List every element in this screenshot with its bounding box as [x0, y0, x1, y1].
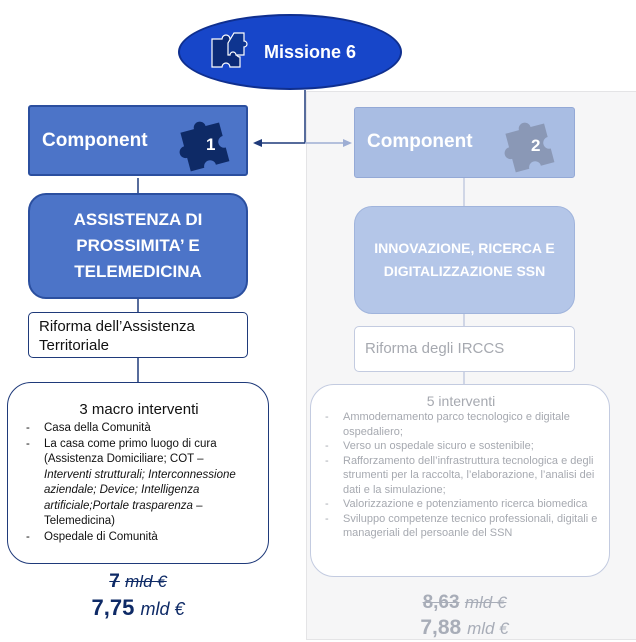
component2-number: 2	[531, 136, 541, 155]
component2-title: INNOVAZIONE, RICERCA E DIGITALIZZAZIONE …	[374, 240, 555, 279]
component2-reform-box: Riforma degli IRCCS	[354, 326, 575, 372]
component1-reform: Riforma dell’Assistenza Territoriale	[39, 318, 195, 354]
list-item: Sviluppo competenze tecnico professional…	[323, 512, 599, 541]
list-item: Ammodernamento parco tecnologico e digit…	[323, 410, 599, 439]
component1-interventions-title: 3 macro interventi	[79, 401, 199, 418]
component1-cost: 7 mld € 7,75 mld €	[28, 570, 248, 623]
component2-interventions-box: 5 interventi Ammodernamento parco tecnol…	[310, 384, 610, 577]
component2-cost-new: 7,88 mld €	[420, 616, 509, 639]
component1-interventions-box: 3 macro interventi Casa della Comunità L…	[7, 382, 269, 564]
list-item: Casa della Comunità	[24, 421, 254, 437]
mission-node: Missione 6	[178, 14, 402, 90]
component2-title-box: INNOVAZIONE, RICERCA E DIGITALIZZAZIONE …	[354, 206, 575, 314]
mission-title: Missione 6	[263, 41, 357, 62]
component1-cost-old: 7 mld €	[109, 571, 167, 592]
component2-interventions-list: Ammodernamento parco tecnologico e digit…	[323, 410, 599, 541]
component2-cost-old: 8,63 mld €	[422, 592, 507, 613]
component1-number: 1	[206, 135, 216, 154]
list-item: Rafforzamento dell’infrastruttura tecnol…	[323, 454, 599, 498]
list-item: Valorizzazione e potenziamento ricerca b…	[323, 497, 599, 512]
component2-reform: Riforma degli IRCCS	[365, 340, 505, 357]
puzzle-icon	[504, 122, 555, 173]
component1-title: ASSISTENZA DI PROSSIMITA’ E TELEMEDICINA	[73, 210, 203, 281]
component2-interventions-title: 5 interventi	[426, 393, 496, 409]
component2-header: Component 2	[354, 107, 575, 178]
list-item: Verso un ospedale sicuro e sostenibile;	[323, 439, 599, 454]
component1-header: Component 1	[28, 105, 248, 176]
component2-cost: 8,63 mld € 7,88 mld €	[354, 591, 575, 642]
puzzle-icon	[211, 32, 248, 68]
puzzle-icon	[179, 121, 230, 172]
list-item: La casa come primo luogo di cura (Assist…	[24, 437, 254, 530]
component1-reform-box: Riforma dell’Assistenza Territoriale	[28, 312, 248, 358]
list-item: Ospedale di Comunità	[24, 530, 254, 546]
component1-interventions-list: Casa della Comunità La casa come primo l…	[24, 421, 254, 545]
component1-cost-new: 7,75 mld €	[91, 595, 185, 620]
component1-label: Component	[42, 130, 148, 151]
component2-label: Component	[367, 131, 473, 152]
component1-title-box: ASSISTENZA DI PROSSIMITA’ E TELEMEDICINA	[28, 193, 248, 299]
